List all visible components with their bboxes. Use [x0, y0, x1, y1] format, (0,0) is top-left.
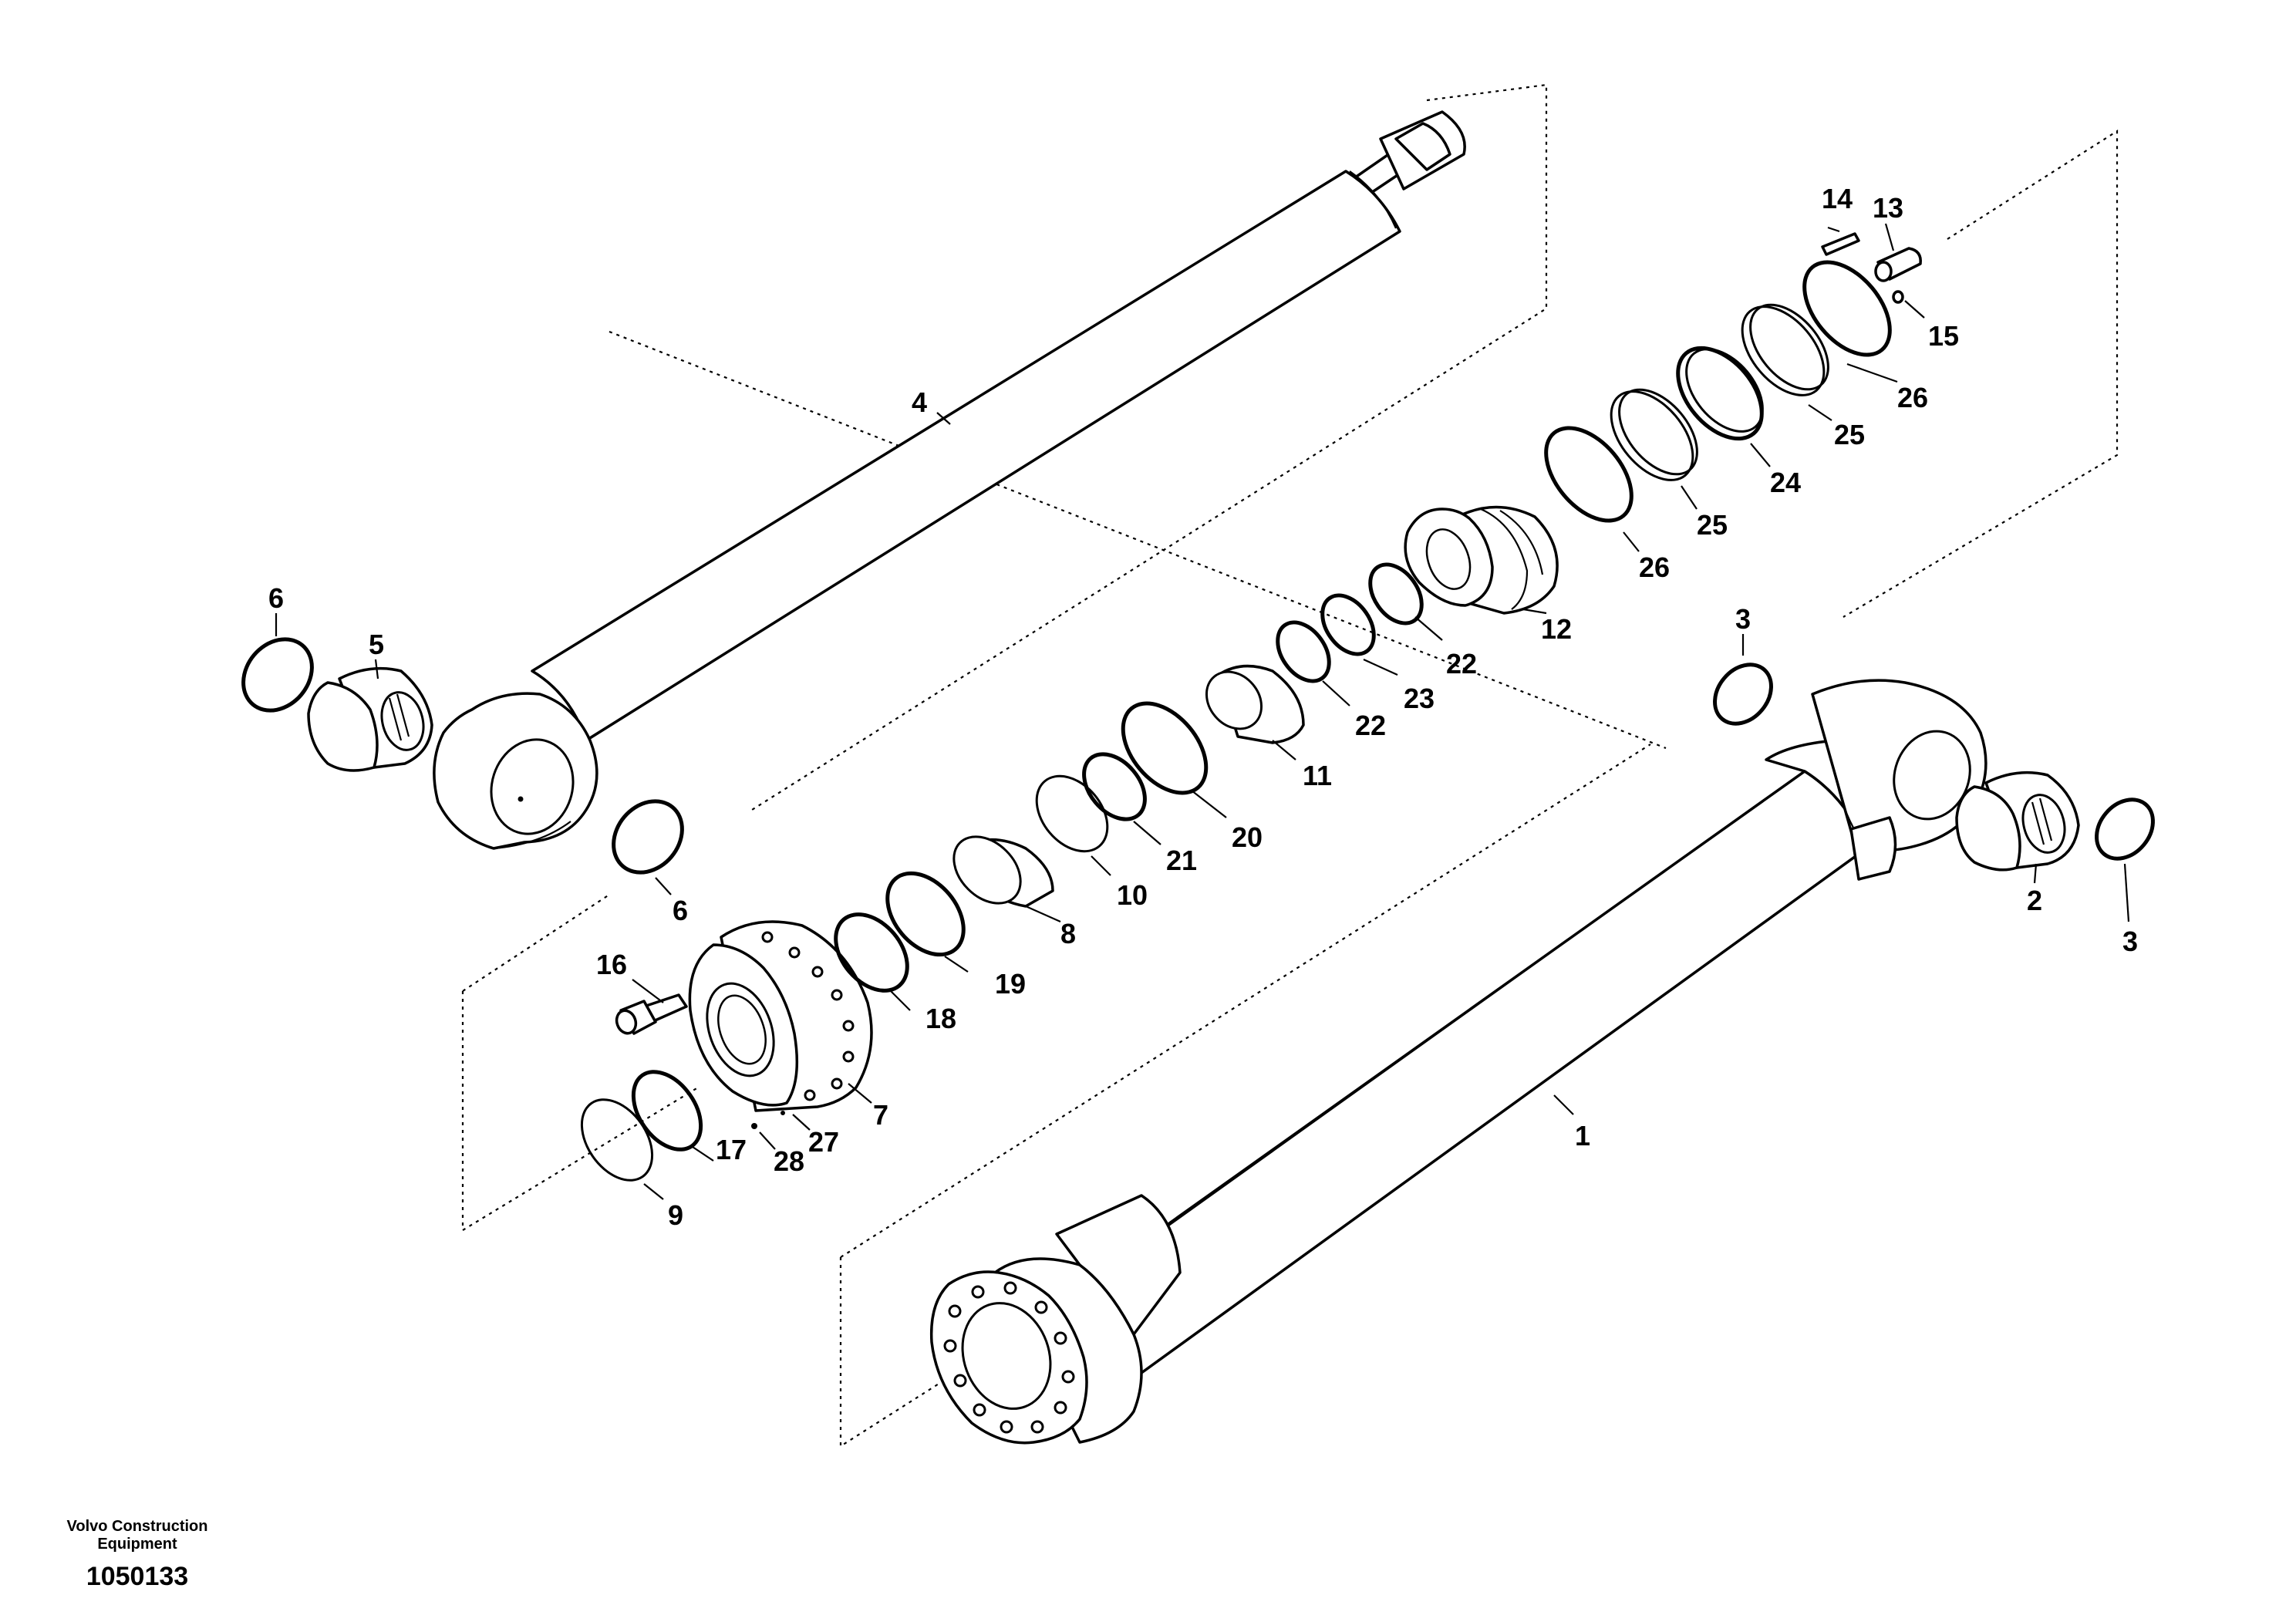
callout-1: 1 — [1575, 1120, 1590, 1152]
callout-25b: 25 — [1834, 419, 1865, 450]
assembly-guide-lines — [461, 83, 2119, 1448]
callout-17: 17 — [716, 1134, 747, 1165]
rod-end-bushing — [307, 666, 433, 772]
drawing-number: 1050133 — [86, 1562, 188, 1591]
callout-13: 13 — [1873, 192, 1903, 224]
callout-21: 21 — [1166, 845, 1197, 876]
callout-11: 11 — [1303, 760, 1332, 791]
ring-3a — [1713, 663, 1773, 726]
ring-6a — [241, 637, 314, 713]
cylinder-head — [688, 920, 873, 1112]
company-name-line2: Equipment — [97, 1536, 177, 1553]
company-name-line1: Volvo Construction — [67, 1518, 208, 1535]
drawing-footer: Volvo Construction Equipment 1050133 — [67, 1518, 208, 1591]
ring-6b — [612, 799, 684, 875]
callout-6a: 6 — [268, 582, 284, 614]
callout-19: 19 — [995, 968, 1026, 1000]
callout-25a: 25 — [1697, 509, 1728, 541]
callout-5: 5 — [369, 629, 384, 660]
callout-26b: 26 — [1897, 382, 1928, 413]
ring-26b — [1802, 260, 1892, 357]
piston-spacer — [1205, 664, 1305, 744]
callout-3a: 3 — [1735, 603, 1751, 635]
callout-20: 20 — [1232, 821, 1263, 853]
head-flange-bolt-holes — [761, 931, 855, 1101]
ring-24 — [1676, 346, 1764, 441]
callout-23: 23 — [1404, 683, 1435, 714]
callout-6b: 6 — [673, 895, 688, 926]
ring-20 — [1121, 701, 1209, 795]
ring-19 — [885, 871, 966, 957]
callout-9: 9 — [668, 1199, 683, 1231]
ring-25b — [1741, 303, 1829, 396]
callout-8: 8 — [1060, 918, 1076, 949]
callout-12: 12 — [1541, 613, 1572, 645]
ring-22b — [1368, 562, 1424, 626]
callout-28: 28 — [774, 1145, 804, 1177]
pin-15 — [1892, 290, 1904, 304]
ring-3b — [2095, 798, 2155, 861]
callout-16: 16 — [596, 949, 627, 980]
ring-26a — [1544, 426, 1633, 523]
ring-18 — [834, 912, 909, 993]
ring-22a — [1276, 620, 1331, 683]
seal-rings — [241, 260, 2155, 1182]
ring-10 — [1035, 774, 1109, 853]
callout-27: 27 — [808, 1126, 839, 1158]
callout-26a: 26 — [1639, 551, 1670, 583]
ring-25a — [1610, 388, 1698, 481]
callout-2: 2 — [2027, 885, 2042, 916]
callout-7: 7 — [873, 1099, 888, 1131]
callout-labels: 4 6 5 6 3 3 2 1 14 13 15 26 25 24 25 26 … — [268, 183, 2138, 1231]
callout-3b: 3 — [2122, 926, 2138, 957]
pin-13 — [1874, 247, 1922, 282]
ball-28 — [751, 1123, 757, 1129]
tube-end-bushing — [1955, 771, 2080, 872]
bolt-16 — [615, 993, 688, 1035]
callout-4: 4 — [912, 386, 927, 418]
callout-14: 14 — [1822, 183, 1853, 214]
bushing — [952, 835, 1054, 908]
tube-flange-bolt-holes — [943, 1281, 1075, 1434]
callout-22a: 22 — [1355, 710, 1386, 741]
pin-14 — [1821, 232, 1860, 256]
cylinder-tube — [929, 679, 1988, 1445]
ring-23 — [1320, 593, 1376, 656]
plug-27 — [781, 1111, 785, 1115]
piston-rod — [433, 110, 1466, 850]
ring-21 — [1082, 752, 1147, 821]
callout-22b: 22 — [1446, 648, 1477, 679]
callout-18: 18 — [925, 1003, 956, 1034]
callout-15: 15 — [1928, 320, 1959, 352]
ring-9 — [580, 1098, 654, 1182]
callout-10: 10 — [1117, 879, 1148, 911]
callout-24: 24 — [1770, 467, 1801, 498]
ring-17 — [631, 1070, 703, 1152]
leader-lines — [275, 223, 2130, 1200]
piston — [1404, 505, 1559, 615]
